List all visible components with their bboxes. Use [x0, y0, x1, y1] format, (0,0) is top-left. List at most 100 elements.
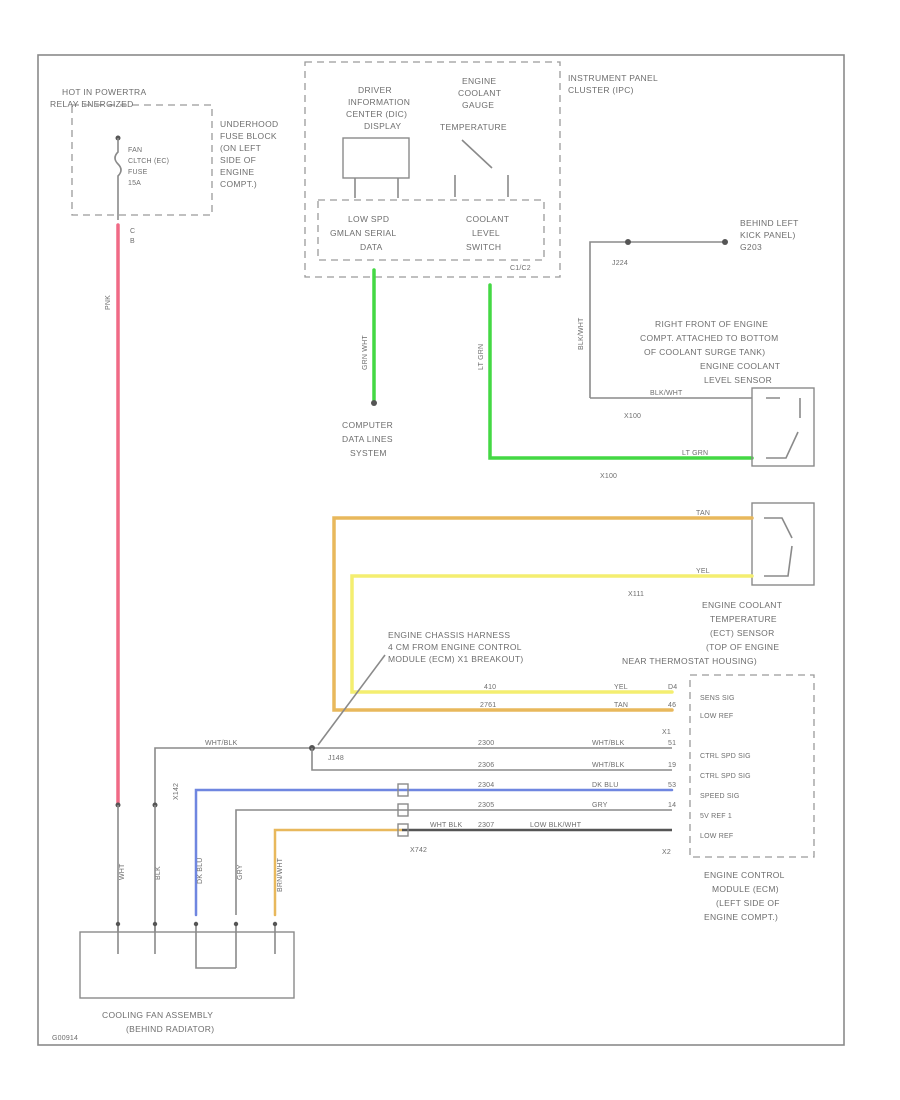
- ecm-x2: X2: [662, 849, 671, 856]
- ipc-label-1: INSTRUMENT PANEL: [568, 73, 658, 83]
- lowspd-label-3: DATA: [360, 242, 383, 252]
- ecm-label-3: (LEFT SIDE OF: [716, 898, 780, 908]
- ecm-x1: X1: [662, 729, 671, 736]
- fuse-label-2: CLTCH (EC): [128, 158, 169, 165]
- wire-yel-upper: [350, 574, 754, 694]
- fan-wire-label-3: DK BLU: [197, 858, 204, 885]
- cooling-fan-box: [79, 931, 295, 999]
- ecl-label-4: ENGINE COOLANT: [700, 361, 780, 371]
- dic-label-4: DISPLAY: [364, 121, 401, 131]
- diagram-frame: [37, 54, 845, 1046]
- ecl-conn1: X100: [624, 413, 641, 420]
- ecl-conn2: X100: [600, 473, 617, 480]
- ecm-row7-circuit: 2307: [478, 822, 494, 829]
- wire-brnwht: [273, 828, 404, 917]
- ecm-row5-circuit: 2304: [478, 782, 494, 789]
- ecm-pin-4: CTRL SPD SIG: [700, 773, 751, 780]
- ecm-row4-pin: 19: [668, 762, 676, 769]
- fan-lower-leads: [117, 805, 156, 932]
- x742-pin-2: [397, 803, 409, 817]
- wire-wht-blk-label: WHT/BLK: [205, 740, 238, 747]
- fan-pin-dot-4: [233, 921, 239, 927]
- ecl-label-1: RIGHT FRONT OF ENGINE: [655, 319, 768, 329]
- computer-label-2: DATA LINES: [342, 434, 393, 444]
- ect-sensor-label-2: TEMPERATURE: [710, 614, 777, 624]
- figure-id: G00914: [52, 1035, 78, 1042]
- coolant-level-label-2: LEVEL: [472, 228, 500, 238]
- fan-pin-dot-5: [272, 921, 278, 927]
- splice-j148-label: J148: [328, 755, 344, 762]
- ecm-row2-color: TAN: [614, 702, 628, 709]
- dic-label-2: INFORMATION: [348, 97, 410, 107]
- wire-blkwht-label-2: BLK/WHT: [650, 390, 683, 397]
- wire-tan-label: TAN: [696, 510, 710, 517]
- dic-display-box: [342, 137, 410, 179]
- computer-label-3: SYSTEM: [350, 448, 387, 458]
- ect-gauge-label-3: GAUGE: [462, 100, 494, 110]
- ecm-pin-6: 5V REF 1: [700, 813, 732, 820]
- wire-gry: [235, 809, 672, 915]
- dic-label-1: DRIVER: [358, 85, 392, 95]
- fuse-label-1: FAN: [128, 147, 142, 154]
- fuse-block-label-4: SIDE OF: [220, 155, 256, 165]
- ecm-row3-color: WHT/BLK: [592, 740, 625, 747]
- ecm-row6-circuit: 2305: [478, 802, 494, 809]
- ecl-sensor-switch: [766, 397, 801, 459]
- fan-wire-label-4: GRY: [237, 864, 244, 880]
- ecm-outline: [689, 674, 815, 858]
- computer-data-dot: [371, 400, 377, 406]
- ecm-row5-pin: 53: [668, 782, 676, 789]
- ground-dot: [722, 239, 728, 245]
- lowspd-label-1: LOW SPD: [348, 214, 389, 224]
- ecm-row6-color: GRY: [592, 802, 608, 809]
- wire-tan-upper: [332, 516, 754, 712]
- fuse-label-4: 15A: [128, 180, 141, 187]
- splice-j224-label: J224: [612, 260, 628, 267]
- coolant-level-label-1: COOLANT: [466, 214, 509, 224]
- fuse-pin-c: C: [130, 228, 135, 235]
- ect-sensor-box: [751, 502, 815, 586]
- ecm-row3-pin: 51: [668, 740, 676, 747]
- ect-sensor-label-1: ENGINE COOLANT: [702, 600, 782, 610]
- fan-pin-dot-1: [115, 921, 121, 927]
- ect-sensor-label-3: (ECT) SENSOR: [710, 628, 775, 638]
- dic-leads: [354, 178, 399, 198]
- ecm-row5-color: DK BLU: [592, 782, 619, 789]
- fuse-block-label-2: FUSE BLOCK: [220, 131, 277, 141]
- ecm-pin-5: SPEED SIG: [700, 793, 740, 800]
- ecm-label-1: ENGINE CONTROL: [704, 870, 785, 880]
- fan-pins: [117, 924, 276, 969]
- ecm-row6-pin: 14: [668, 802, 676, 809]
- ipc-label-2: CLUSTER (IPC): [568, 85, 634, 95]
- wire-yel-label: YEL: [696, 568, 710, 575]
- fan-label-1: COOLING FAN ASSEMBLY: [102, 1010, 213, 1020]
- ect-gauge-label-1: ENGINE: [462, 76, 496, 86]
- wire-wht-blk-branch: [311, 748, 672, 771]
- splice-j224: [625, 239, 631, 245]
- fan-wire-label-5: BRN/WHT: [277, 857, 284, 892]
- harness-leader: [317, 654, 386, 746]
- ect-sensor-symbol: [764, 517, 793, 577]
- ground-label-1: BEHIND LEFT: [740, 218, 799, 228]
- ecm-row3-circuit: 2300: [478, 740, 494, 747]
- ect-gauge-label-2: COOLANT: [458, 88, 501, 98]
- wire-ltgrn: [488, 283, 754, 460]
- wire-ltgrn-label-2: LT GRN: [682, 450, 708, 457]
- x742-pin-3: [397, 823, 409, 837]
- wire-blkwht-ground: [589, 241, 725, 398]
- fuse-pin-b: B: [130, 238, 135, 245]
- ecm-pin-1: SENS SIG: [700, 695, 735, 702]
- computer-label-1: COMPUTER: [342, 420, 393, 430]
- ecm-label-2: MODULE (ECM): [712, 884, 779, 894]
- harness-label-3: MODULE (ECM) X1 BREAKOUT): [388, 654, 524, 664]
- dic-label-3: CENTER (DIC): [346, 109, 407, 119]
- wire-wht-blk-main: [154, 747, 672, 805]
- fan-label-2: (BEHIND RADIATOR): [126, 1024, 214, 1034]
- ecm-row1-pin: D4: [668, 684, 677, 691]
- x742-pin-1: [397, 783, 409, 797]
- ecm-row1-circuit: 410: [484, 684, 496, 691]
- ect-conn-label: X111: [628, 591, 644, 598]
- fuse-block-outline: [71, 104, 213, 216]
- ecm-row2-circuit: 2761: [480, 702, 496, 709]
- wire-grnwht-label: GRN WHT: [362, 335, 369, 370]
